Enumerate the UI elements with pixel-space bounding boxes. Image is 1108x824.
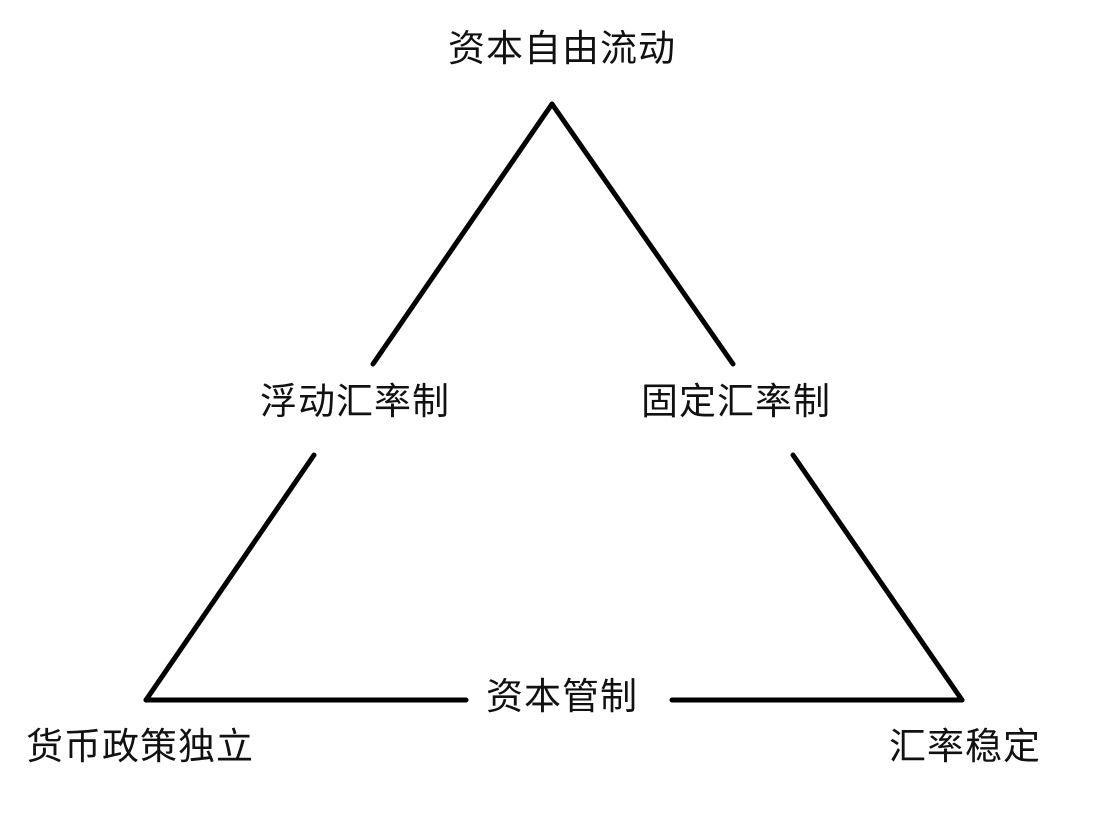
left-edge-upper	[370, 101, 555, 367]
edge-label-bottom: 资本管制	[486, 675, 638, 718]
right-edge-lower	[790, 452, 965, 703]
vertex-label-top: 资本自由流动	[448, 27, 676, 70]
right-edge-upper	[549, 101, 736, 367]
vertex-label-bottom-left: 货币政策独立	[26, 725, 254, 768]
left-edge-lower	[143, 452, 317, 703]
vertex-label-bottom-right: 汇率稳定	[889, 725, 1041, 768]
edge-label-left: 浮动汇率制	[260, 380, 450, 423]
edge-label-right: 固定汇率制	[641, 380, 831, 423]
